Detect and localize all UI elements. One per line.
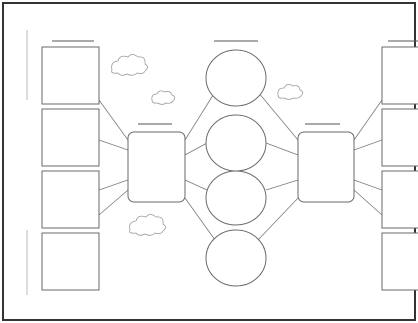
- left-box-4: [41, 232, 100, 291]
- left-box-3: [41, 170, 100, 229]
- cloud-icon: [277, 84, 304, 100]
- circle-2: [205, 114, 267, 172]
- cloud-icon: [129, 214, 166, 236]
- circle-1: [205, 49, 267, 107]
- connectors: [98, 91, 383, 241]
- left-box-2: [41, 108, 100, 167]
- left-hub-box: [127, 131, 186, 203]
- left-box-column: [41, 46, 100, 291]
- circle-column: [205, 49, 267, 287]
- right-box-column: [381, 46, 418, 291]
- right-box-1: [381, 46, 418, 105]
- right-hub-box: [297, 131, 355, 203]
- circle-3: [205, 170, 267, 226]
- right-box-4: [381, 232, 418, 291]
- cloud-icon: [151, 90, 176, 105]
- right-box-2: [381, 108, 418, 167]
- left-box-1: [41, 46, 100, 105]
- cloud-icon: [111, 54, 148, 76]
- circle-4: [205, 229, 267, 287]
- right-box-3: [381, 170, 418, 229]
